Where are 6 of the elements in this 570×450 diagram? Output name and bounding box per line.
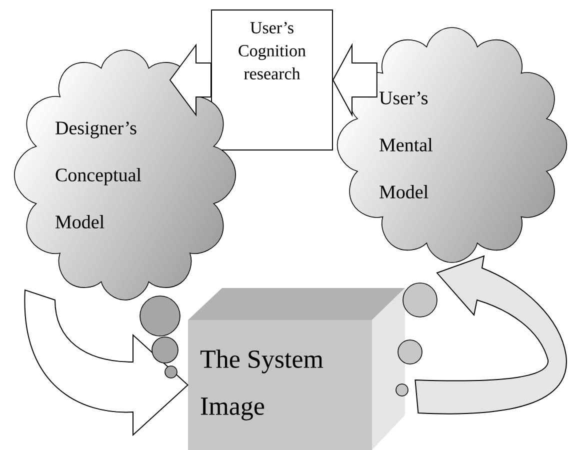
thought-cloud: User’s Mental Model	[336, 27, 568, 263]
block-arrow	[24, 290, 188, 436]
thought-cloud: Designer’s Conceptual Model	[14, 50, 236, 300]
block-arrow	[414, 256, 567, 414]
system-box: The System Image	[188, 288, 405, 450]
text-box: User’s Cognition research	[211, 10, 333, 150]
